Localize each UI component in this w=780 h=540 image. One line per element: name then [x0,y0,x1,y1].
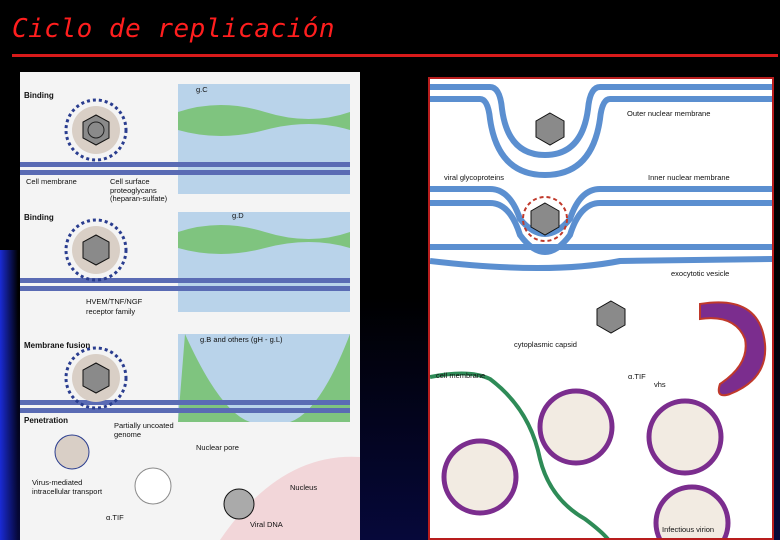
label-vhs: vhs [654,381,666,390]
label-proteoglycans: Cell surface proteoglycans (heparan-sulf… [110,178,190,204]
budding-capsid-2 [523,197,567,241]
virion-3 [66,348,126,408]
entry-stages-panel: Binding g.C Cell membrane Cell surface p… [20,72,360,540]
cytoplasmic-capsid [597,301,625,333]
label-intracellular-transport: Virus-mediated intracellular transport [32,479,117,496]
label-nuclear-pore: Nuclear pore [196,444,239,453]
binding-2-scene [20,212,350,312]
label-alpha-tif-right: α.TIF [628,373,646,382]
label-viral-dna: Viral DNA [250,521,283,530]
stage-binding-1: Binding [24,92,54,101]
blue-glow-decoration [0,250,18,540]
virion-2 [66,220,126,280]
entry-illustration [20,72,360,540]
label-alpha-tif: α.TIF [106,514,124,523]
stage-penetration: Penetration [24,417,68,426]
exocytotic-vesicle [700,302,765,395]
label-nucleus: Nucleus [290,484,317,493]
label-cell-membrane-right: cell membrane [436,372,485,381]
stage-membrane-fusion: Membrane fusion [24,342,90,351]
label-inner-nuclear-membrane: Inner nuclear membrane [648,174,730,183]
label-gB-others: g.B and others (gH - g.L) [200,336,283,345]
label-hvem: HVEM/TNF/NGF [86,298,142,307]
label-infectious-virion: Infectious virion [662,526,714,535]
label-receptor-family: receptor family [86,308,135,317]
egress-illustration [430,79,774,540]
slide-title: Ciclo de replicación [12,14,335,44]
label-gC: g.C [196,86,208,95]
virion-1 [66,100,126,160]
stage-binding-2: Binding [24,214,54,223]
label-cytoplasmic-capsid: cytoplasmic capsid [514,341,577,350]
label-exocytotic-vesicle: exocytotic vesicle [671,270,729,279]
egress-stages-panel: Outer nuclear membrane viral glycoprotei… [428,77,774,540]
label-outer-nuclear-membrane: Outer nuclear membrane [627,110,710,119]
nuclear-capsid-1 [536,113,564,145]
title-underline [12,54,778,57]
label-viral-glycoproteins: viral glycoproteins [444,174,504,183]
label-cell-membrane: Cell membrane [26,178,77,187]
label-partially-uncoated: Partially uncoated genome [114,422,194,439]
label-gD: g.D [232,212,244,221]
